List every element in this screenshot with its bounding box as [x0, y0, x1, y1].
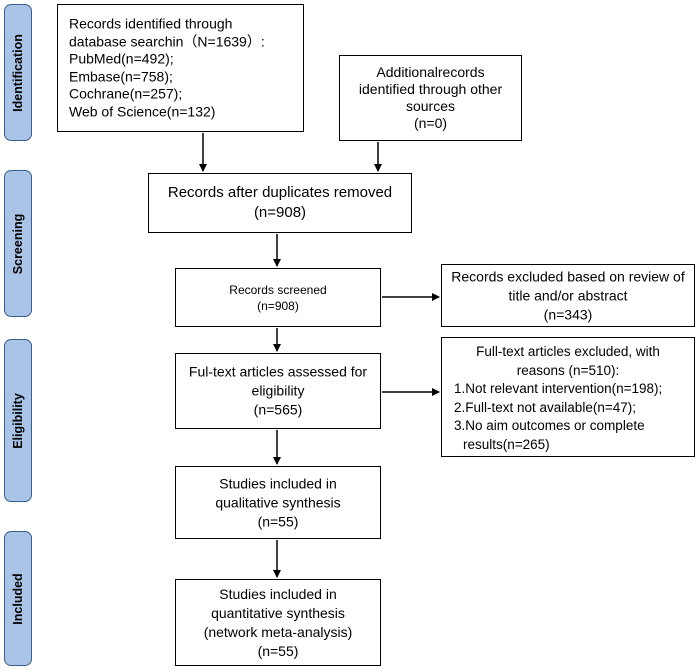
quantitative-synthesis-box: Studies included in quantitative synthes…	[175, 579, 381, 666]
fulltext-assessed-line-2: eligibility	[251, 382, 305, 399]
phase-included: Included	[4, 531, 32, 666]
records-identified-box: Records identified through database sear…	[57, 4, 304, 132]
records-identified-line-5: Cochrane(n=257);	[69, 85, 183, 102]
fulltext-assessed-box: Ful-text articles assessed for eligibili…	[175, 353, 381, 429]
records-excluded-line-2: title and/or abstract	[508, 287, 628, 303]
records-identified-line-4: Embase(n=758);	[69, 68, 173, 84]
fulltext-excluded-box: Full-text articles excluded, with reason…	[441, 337, 695, 457]
quantitative-line-1: Studies included in	[219, 585, 337, 602]
records-screened-line-1: Records screened	[229, 282, 327, 297]
additional-records-line-1: Additionalrecords	[376, 64, 485, 80]
after-duplicates-line-2: (n=908)	[253, 204, 307, 221]
fulltext-assessed-line-3: (n=565)	[253, 401, 303, 418]
quantitative-line-4: (n=55)	[257, 642, 299, 659]
records-excluded-line-1: Records excluded based on review of	[451, 268, 685, 284]
qualitative-line-1: Studies included in	[219, 475, 337, 491]
records-excluded-box: Records excluded based on review of titl…	[441, 264, 695, 327]
additional-records-line-4: (n=0)	[413, 115, 448, 131]
qualitative-line-3: (n=55)	[257, 513, 299, 529]
phase-screening: Screening	[4, 170, 32, 317]
fulltext-excluded-line-5: 3.No aim outcomes or complete	[454, 418, 645, 433]
quantitative-line-3: (network meta-analysis)	[203, 623, 353, 640]
fulltext-excluded-line-2: reasons (n=510):	[516, 362, 620, 378]
qualitative-line-2: qualitative synthesis	[215, 494, 341, 510]
fulltext-excluded-line-1: Full-text articles excluded, with	[476, 344, 660, 359]
records-identified-line-2: database searchin（N=1639）:	[69, 33, 265, 49]
fulltext-excluded-line-3: 1.Not relevant intervention(n=198);	[454, 381, 663, 396]
fulltext-assessed-line-1: Ful-text articles assessed for	[188, 363, 368, 380]
records-screened-line-2: (n=908)	[257, 298, 299, 313]
additional-records-line-3: sources	[405, 98, 456, 114]
phase-identification: Identification	[4, 4, 32, 141]
records-identified-line-1: Records identified through	[69, 15, 233, 32]
qualitative-synthesis-box: Studies included in qualitative synthesi…	[175, 466, 381, 539]
additional-records-box: Additionalrecords identified through oth…	[339, 55, 522, 141]
records-screened-box: Records screened (n=908)	[175, 268, 381, 327]
records-identified-line-3: PubMed(n=492);	[69, 50, 174, 67]
quantitative-line-2: quantitative synthesis	[211, 604, 345, 621]
records-identified-line-6: Web of Science(n=132)	[69, 103, 216, 119]
fulltext-excluded-line-4: 2.Full-text not available(n=47);	[454, 399, 636, 415]
after-duplicates-box: Records after duplicates removed (n=908)	[148, 173, 412, 233]
additional-records-line-2: identified through other	[358, 81, 503, 97]
fulltext-excluded-line-6: results(n=265)	[463, 436, 550, 452]
records-excluded-line-3: (n=343)	[543, 306, 593, 322]
after-duplicates-line-1: Records after duplicates removed	[167, 184, 393, 201]
phase-eligibility: Eligibility	[4, 339, 32, 502]
